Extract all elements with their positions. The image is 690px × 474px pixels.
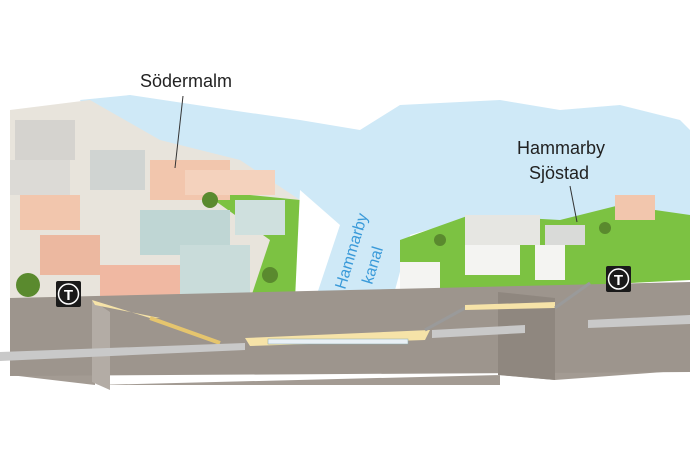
ground-side-right bbox=[498, 292, 555, 380]
sodermalm-pointer bbox=[174, 95, 184, 169]
ground-surface bbox=[10, 282, 690, 376]
hammarby-sjostad-label-2: Sjöstad bbox=[529, 163, 589, 183]
hammarby-sjostad-label-1: Hammarby bbox=[517, 138, 605, 158]
train bbox=[267, 338, 409, 345]
svg-text:T: T bbox=[614, 272, 623, 289]
ground-side-left bbox=[92, 300, 110, 390]
tunnel-middle bbox=[432, 325, 525, 338]
right-escalator bbox=[424, 306, 466, 332]
buildings-right bbox=[400, 195, 655, 292]
sodermalm-label: Södermalm bbox=[140, 71, 232, 91]
right-passage bbox=[465, 302, 555, 310]
svg-text:T: T bbox=[64, 287, 73, 304]
grass bbox=[200, 190, 320, 300]
quay bbox=[295, 190, 340, 305]
left-escalator bbox=[149, 316, 221, 345]
water bbox=[80, 95, 690, 305]
metro-t-icon: T bbox=[56, 281, 81, 307]
tunnel-right bbox=[588, 315, 690, 328]
buildings-left bbox=[10, 120, 285, 300]
tunnel-left bbox=[0, 343, 245, 361]
right-exit-escalator bbox=[554, 281, 591, 310]
hammarby-sjostad-pointer bbox=[569, 185, 578, 223]
metro-t-icon: T bbox=[606, 266, 631, 292]
